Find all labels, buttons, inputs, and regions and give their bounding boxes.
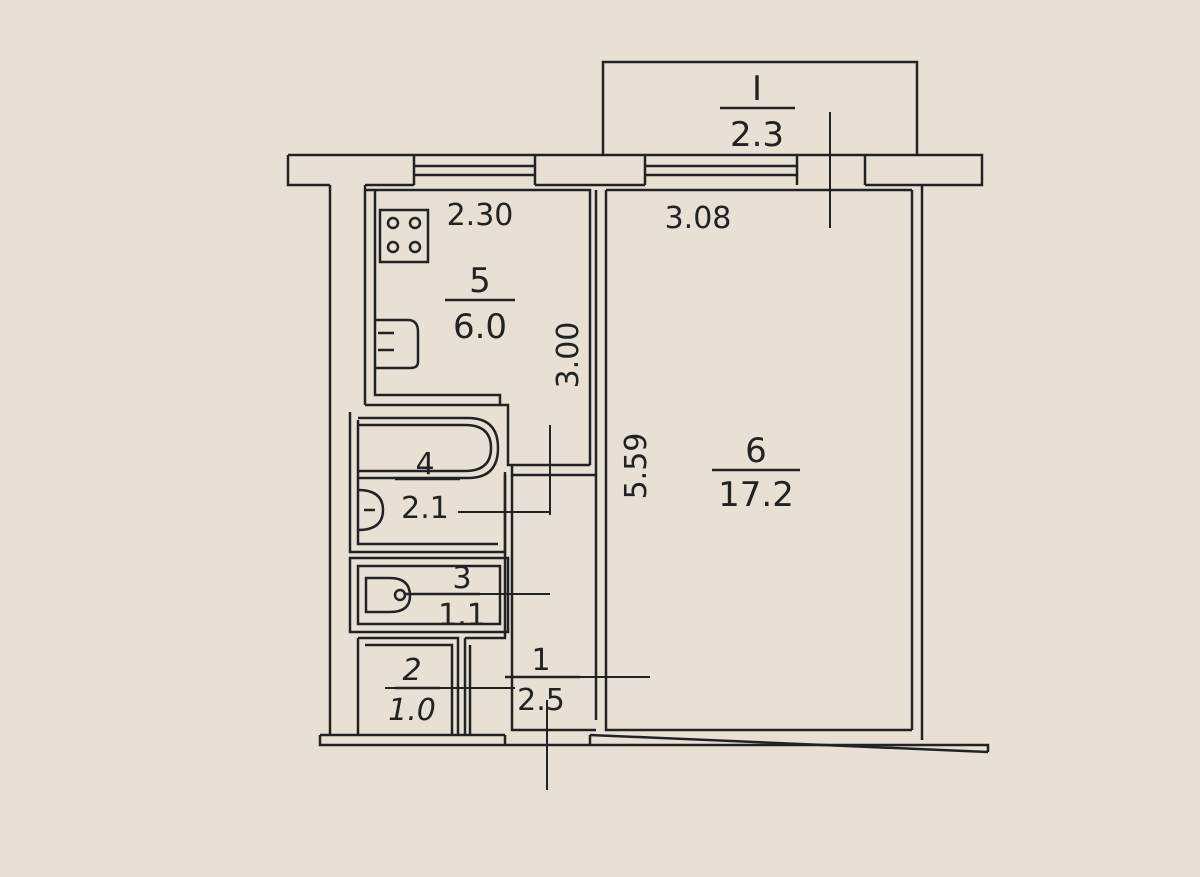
hallway-walls <box>463 475 596 735</box>
living-room-area: 17.2 <box>718 475 794 515</box>
balcony <box>601 60 919 155</box>
balcony-area: 2.3 <box>730 115 784 155</box>
bathroom <box>348 412 507 554</box>
hallway-number: 1 <box>531 643 550 678</box>
balcony-number: I <box>752 69 762 109</box>
toilet-room <box>348 556 510 634</box>
bathroom-number: 4 <box>415 447 434 482</box>
closet <box>356 636 460 735</box>
toilet-number: 3 <box>452 561 471 596</box>
top-wall <box>286 153 984 187</box>
right-wall <box>910 185 924 740</box>
kitchen-length-dimension: 3.00 <box>551 322 586 389</box>
room-width-dimension: 3.08 <box>665 201 732 236</box>
hallway-area: 2.5 <box>517 683 565 718</box>
kitchen-sink <box>375 318 420 370</box>
closet-area: 1.0 <box>388 693 436 728</box>
bathroom-area: 2.1 <box>401 491 449 526</box>
closet-number: 2 <box>402 653 421 688</box>
room-length-dimension: 5.59 <box>619 433 654 500</box>
stove <box>378 208 430 264</box>
kitchen-number: 5 <box>469 261 491 301</box>
central-partition <box>594 188 912 732</box>
fraction-bars <box>395 106 800 690</box>
kitchen-width-dimension: 2.30 <box>447 198 514 233</box>
left-wall <box>328 185 367 735</box>
living-room-number: 6 <box>745 431 767 471</box>
kitchen-area: 6.0 <box>453 307 507 347</box>
bottom-wall <box>318 733 990 754</box>
toilet-area: 1.1 <box>438 598 486 633</box>
